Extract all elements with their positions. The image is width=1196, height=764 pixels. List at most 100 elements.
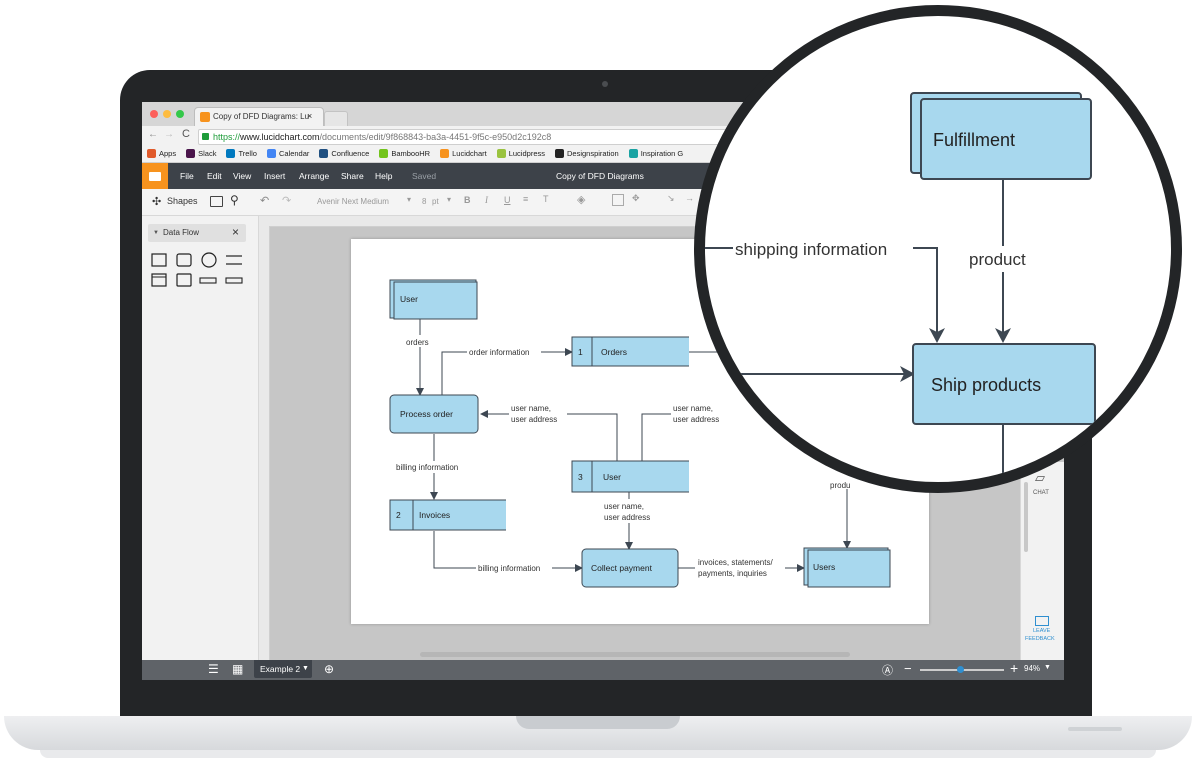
- label-order-information: order information: [469, 348, 529, 357]
- arrange-icon[interactable]: ✥: [632, 193, 640, 203]
- bookmark-calendar[interactable]: Calendar: [266, 149, 309, 158]
- tab-close-icon[interactable]: ×: [307, 111, 313, 121]
- close-icon[interactable]: ×: [232, 225, 240, 239]
- feedback-label[interactable]: FEEDBACK: [1025, 636, 1055, 642]
- line-style-icon[interactable]: ↘: [667, 193, 675, 203]
- align-icon[interactable]: ≡: [523, 194, 529, 204]
- back-arrow-icon[interactable]: ←: [148, 129, 158, 140]
- magnified-entity-fulfillment[interactable]: [910, 92, 1092, 180]
- chat-icon[interactable]: ▱: [1035, 470, 1045, 485]
- arrow-style-icon[interactable]: →: [685, 193, 694, 203]
- bold-button[interactable]: B: [464, 195, 471, 205]
- font-select[interactable]: Avenir Next Medium: [317, 197, 389, 206]
- entity-users[interactable]: [803, 547, 891, 588]
- datastore-user[interactable]: [571, 460, 689, 493]
- menu-insert[interactable]: Insert: [264, 171, 286, 181]
- process-collect-payment[interactable]: [581, 548, 679, 588]
- add-page-icon[interactable]: ⊕: [324, 662, 335, 676]
- shape-numbered-store[interactable]: [225, 277, 243, 284]
- shape-rounded-process[interactable]: [176, 253, 192, 267]
- bookmark-inspiration-g[interactable]: Inspiration G: [628, 149, 683, 158]
- grid-view-icon[interactable]: ▦: [232, 662, 244, 676]
- bookmark-lucidchart[interactable]: Lucidchart: [440, 149, 487, 158]
- datastore-orders[interactable]: [571, 336, 689, 367]
- shape-data-store[interactable]: [226, 255, 242, 265]
- menu-view[interactable]: View: [233, 171, 252, 181]
- zoom-level[interactable]: 94%: [1024, 664, 1041, 673]
- shape-rectangle[interactable]: [176, 273, 192, 287]
- magnified-fulfillment-label: Fulfillment: [933, 130, 1015, 150]
- zoom-in-button[interactable]: +: [1010, 660, 1019, 676]
- label-billing-information-1: billing information: [396, 463, 458, 472]
- window-close-dot[interactable]: [150, 110, 158, 118]
- bookmark-slack[interactable]: Slack: [186, 149, 216, 158]
- chat-label[interactable]: CHAT: [1033, 490, 1049, 496]
- forward-arrow-icon[interactable]: →: [164, 129, 174, 140]
- menu-share[interactable]: Share: [341, 171, 364, 181]
- tab-title: Copy of DFD Diagrams: Lu: [213, 112, 310, 121]
- label-user-address-2: user address: [673, 415, 719, 424]
- magnified-flow-shipping-information[interactable]: [705, 247, 945, 343]
- reload-icon[interactable]: C: [182, 128, 190, 140]
- menu-edit[interactable]: Edit: [207, 171, 222, 181]
- list-view-icon[interactable]: ☰: [208, 662, 219, 676]
- bookmark-label: Confluence: [331, 149, 370, 158]
- window-maximize-dot[interactable]: [176, 110, 184, 118]
- new-tab-button[interactable]: [324, 111, 348, 127]
- bookmark-favicon-icon: [440, 149, 450, 158]
- image-icon[interactable]: [210, 196, 223, 207]
- mail-icon[interactable]: [1035, 616, 1049, 626]
- shape-entity[interactable]: [151, 273, 167, 287]
- bookmark-favicon-icon: [379, 149, 389, 158]
- menu-help[interactable]: Help: [375, 171, 393, 181]
- label-product-partial: produ: [830, 481, 850, 490]
- vertical-scrollbar[interactable]: [1024, 482, 1028, 552]
- horizontal-scrollbar[interactable]: [420, 652, 850, 657]
- bookmark-confluence[interactable]: Confluence: [319, 149, 369, 158]
- leave-label[interactable]: LEAVE: [1033, 628, 1051, 634]
- flow-order-information[interactable]: [441, 348, 573, 395]
- font-size-value[interactable]: 8: [422, 197, 427, 206]
- lucidchart-logo[interactable]: [142, 163, 168, 189]
- redo-icon[interactable]: ↷: [282, 195, 292, 207]
- entity-user[interactable]: [389, 279, 478, 320]
- page-tab-example-2[interactable]: Example 2 ▼: [254, 660, 312, 678]
- italic-button[interactable]: I: [485, 195, 488, 205]
- shapes-label[interactable]: Shapes: [167, 196, 198, 206]
- text-options-icon[interactable]: T: [543, 194, 549, 204]
- data-flow-library-header[interactable]: ▼ Data Flow ×: [148, 224, 246, 242]
- bookmark-label: Lucidpress: [508, 149, 545, 158]
- shape-process[interactable]: [151, 253, 167, 267]
- window-minimize-dot[interactable]: [163, 110, 171, 118]
- process-order[interactable]: [389, 394, 479, 434]
- zoom-slider-handle[interactable]: [957, 666, 964, 673]
- chevron-down-icon: ▼: [302, 665, 309, 672]
- bookmark-designspiration[interactable]: Designspiration: [555, 149, 619, 158]
- browser-tab[interactable]: Copy of DFD Diagrams: Lu ×: [194, 107, 324, 127]
- underline-button[interactable]: U: [504, 195, 511, 205]
- magnified-process-ship-products[interactable]: [912, 343, 1096, 425]
- document-title[interactable]: Copy of DFD Diagrams: [556, 171, 644, 181]
- datastore-user-number: 3: [578, 472, 583, 482]
- shape-open-store[interactable]: [199, 277, 217, 284]
- search-icon[interactable]: ⚲: [230, 193, 239, 207]
- undo-icon[interactable]: ↶: [260, 195, 270, 207]
- border-icon[interactable]: [612, 194, 624, 206]
- magnified-ship-products-label: Ship products: [931, 375, 1041, 395]
- bookmark-trello[interactable]: Trello: [226, 149, 257, 158]
- zoom-out-button[interactable]: −: [904, 661, 912, 676]
- menu-arrange[interactable]: Arrange: [299, 171, 330, 181]
- shape-circle[interactable]: [201, 252, 217, 268]
- fill-bucket-icon[interactable]: ◈: [577, 194, 586, 206]
- bookmark-favicon-icon: [628, 149, 638, 158]
- bookmark-apps[interactable]: Apps: [147, 149, 176, 158]
- bookmark-bamboohr[interactable]: BambooHR: [379, 149, 430, 158]
- lucidchart-favicon-icon: [200, 112, 210, 122]
- navigator-icon[interactable]: Ⓐ: [882, 665, 893, 677]
- menu-file[interactable]: File: [180, 171, 194, 181]
- datastore-invoices[interactable]: [389, 499, 506, 531]
- bookmark-favicon-icon: [186, 149, 196, 158]
- saved-status: Saved: [412, 171, 437, 181]
- bookmark-lucidpress[interactable]: Lucidpress: [496, 149, 545, 158]
- label-invoices-statements: invoices, statements/: [698, 558, 773, 567]
